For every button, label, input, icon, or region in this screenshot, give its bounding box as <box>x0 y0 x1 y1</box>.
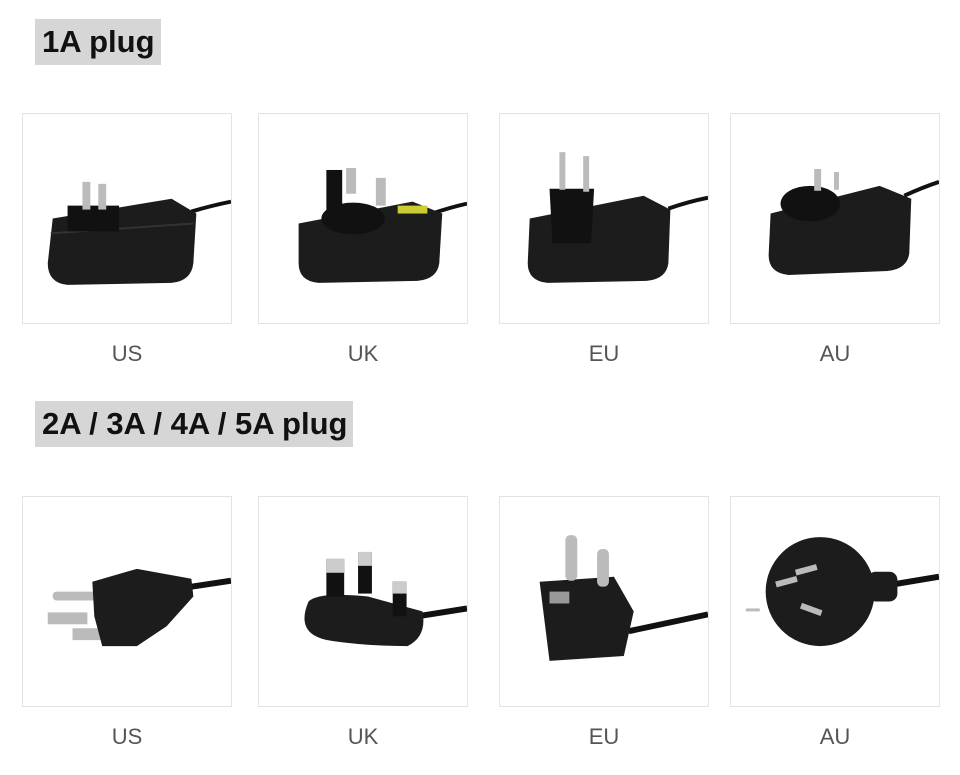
adapter-au-icon <box>768 168 939 275</box>
plug-us-icon <box>47 568 231 647</box>
plug-type-label: EU <box>588 341 620 366</box>
product-card-1a-eu[interactable] <box>499 113 709 324</box>
product-card-1a-au[interactable] <box>730 113 940 324</box>
product-card-1a-us[interactable] <box>22 113 232 324</box>
product-card-2a-us[interactable] <box>22 496 232 707</box>
plug-type-label: US <box>111 724 143 749</box>
plug-eu-icon <box>539 535 708 661</box>
plug-uk-icon <box>304 551 467 647</box>
plug-type-label: US <box>111 341 143 366</box>
plug-type-label: UK <box>347 341 379 366</box>
plug-type-label: EU <box>588 724 620 749</box>
plug-au-icon <box>745 537 939 647</box>
product-card-2a-eu[interactable] <box>499 496 709 707</box>
section-heading-1a: 1A plug <box>35 19 161 65</box>
product-card-2a-au[interactable] <box>730 496 940 707</box>
adapter-us-icon <box>47 181 231 285</box>
product-card-2a-uk[interactable] <box>258 496 468 707</box>
adapter-eu-icon <box>527 152 708 283</box>
product-card-1a-uk[interactable] <box>258 113 468 324</box>
plug-type-label: UK <box>347 724 379 749</box>
section-heading-2a-5a: 2A / 3A / 4A / 5A plug <box>35 401 354 447</box>
plug-type-label: AU <box>819 724 851 749</box>
adapter-uk-icon <box>298 167 467 283</box>
plug-type-label: AU <box>819 341 851 366</box>
